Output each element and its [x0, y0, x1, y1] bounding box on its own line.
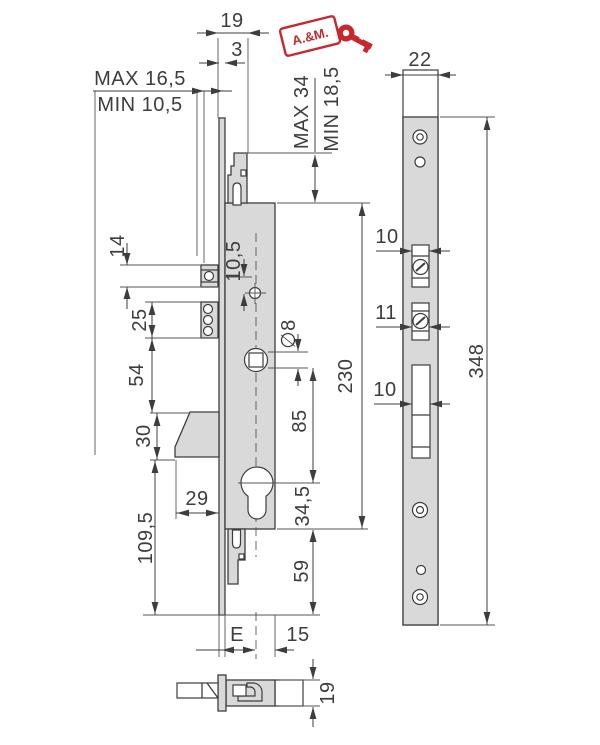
faceplate-edge [218, 117, 226, 616]
faceplate-topview [217, 674, 227, 712]
top-guide-hole [240, 169, 247, 177]
roller-small-wheel [203, 270, 215, 282]
roller-1-slot [415, 262, 426, 272]
brand-logo: A.&M. [278, 15, 373, 57]
roller-2-slot [415, 316, 426, 326]
dim-label-min105: MIN 10,5 [97, 94, 182, 116]
side-view: 22 10 11 10 348 [373, 49, 495, 626]
dim-label-14: 14 [107, 234, 129, 257]
dim-label-19-top: 19 [220, 10, 243, 32]
dim-label-10-5: 10,5 [223, 241, 245, 282]
dim-label-min185: MIN 18,5 [321, 66, 343, 151]
dim-label-85: 85 [289, 409, 311, 432]
bottom-rod-notch [238, 553, 245, 560]
dim-label-3: 3 [231, 39, 243, 61]
dim-label-59: 59 [291, 559, 313, 582]
deadbolt-slot [411, 364, 431, 459]
bottom-view: E 15 19 [176, 615, 339, 727]
latch-bolt [174, 411, 220, 458]
screw-hole-ring-bot-inner [416, 593, 424, 601]
logo-tag [278, 15, 342, 57]
dim-label-max165: MAX 16,5 [94, 68, 186, 90]
screw-hole-top [414, 156, 426, 168]
screw-hole-ring-top-inner [416, 133, 424, 141]
latch-topview-diagonal [206, 682, 219, 699]
roller-wheel-2 [202, 314, 214, 326]
key-icon [337, 24, 373, 54]
dim-label-E: E [230, 624, 244, 646]
roller-wheel-3 [202, 325, 214, 337]
dim-label-109-5: 109,5 [135, 512, 157, 565]
latch-topview [176, 682, 219, 699]
dim-label-dia8: ∅8 [278, 319, 300, 349]
dim-label-10-upper: 10 [375, 226, 398, 248]
dim-label-25: 25 [129, 308, 151, 331]
front-view: 19 3 MAX 16,5 MIN 10,5 MAX 34 MIN 18,5 1… [93, 10, 370, 659]
dim-label-230: 230 [335, 359, 357, 394]
dim-label-19-bottom: 19 [317, 681, 339, 704]
hook-box [232, 684, 247, 697]
dim-label-348: 348 [466, 344, 488, 379]
dim-label-15: 15 [286, 624, 309, 646]
dim-label-54: 54 [126, 363, 148, 386]
roller-wheel-1 [202, 303, 214, 315]
screw-hole-low [415, 564, 427, 576]
dim-label-29: 29 [185, 488, 208, 510]
dim-label-max34: MAX 34 [291, 75, 313, 149]
case-rear-topview [274, 679, 304, 707]
dim-label-22: 22 [408, 49, 431, 71]
euro-cylinder [240, 466, 274, 520]
bottom-rod-slot [231, 529, 242, 549]
spindle-square [248, 352, 264, 368]
screw-hole-ring-mid-inner [415, 505, 425, 515]
dim-label-34-5: 34,5 [292, 486, 314, 527]
dim-label-30: 30 [133, 424, 155, 447]
dim-label-11: 11 [375, 302, 397, 324]
top-guide-slot [232, 182, 242, 206]
dim-label-10-lower: 10 [373, 379, 396, 401]
spindle-follower [243, 347, 269, 373]
